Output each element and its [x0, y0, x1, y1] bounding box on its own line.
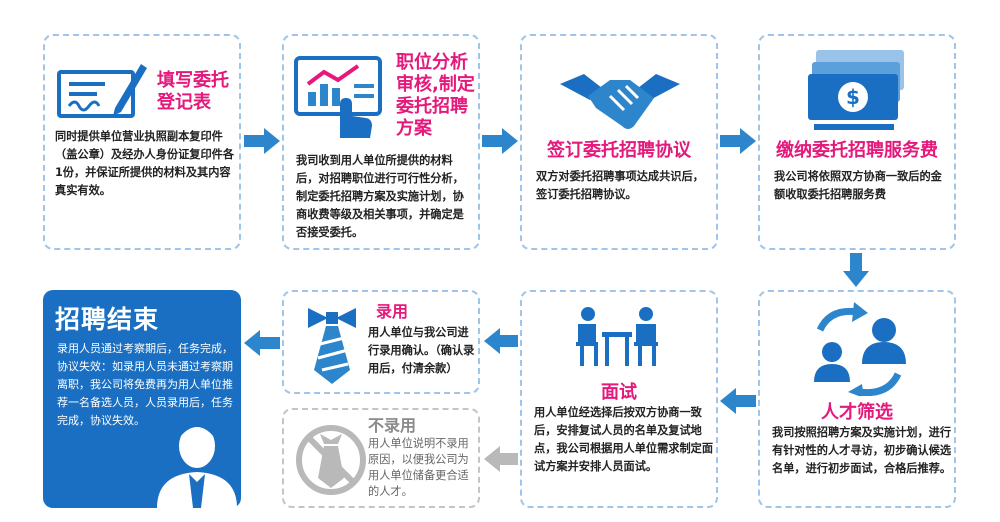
exchange-people-icon	[814, 302, 906, 396]
step-interview: 面试 用人单位经选择后按双方协商一致后，安排复试人员的名单及复试地点，我公司根据…	[520, 290, 718, 508]
step-title: 人才筛选	[821, 402, 893, 423]
step-talent-screening: 人才筛选 我司按照招聘方案及实施计划，进行有针对性的人才寻访，初步确认候选名单，…	[758, 290, 956, 508]
arrow-left-icon	[720, 388, 756, 414]
step-recruitment-end: 招聘结束 录用人员通过考察期后，任务完成，协议失效：如录用人员未通过考察期离职，…	[43, 290, 241, 508]
step-fill-form: 填写委托 登记表 同时提供单位营业执照副本复印件（盖公章）及经办人身份证复印件各…	[43, 34, 241, 250]
step-description: 用人单位经选择后按双方协商一致后，安排复试人员的名单及复试地点，我公司根据用人单…	[534, 406, 714, 473]
step-title: 缴纳委托招聘服务费	[776, 140, 938, 161]
arrow-down-icon	[843, 253, 869, 287]
no-tie-icon	[296, 425, 366, 495]
money-icon: $	[808, 50, 904, 130]
step-sign-agreement: 签订委托招聘协议 双方对委托招聘事项达成共识后，签订委托招聘协议。	[520, 34, 718, 250]
step-description: 双方对委托招聘事项达成共识后，签订委托招聘协议。	[536, 170, 704, 201]
step-hire: 录用 用人单位与我公司进行录用确认。（确认录用后，付清余款）	[282, 290, 480, 394]
arrow-left-icon	[484, 328, 518, 354]
step-description: 我司按照招聘方案及实施计划，进行有针对性的人才寻访，初步确认候选名单，进行初步面…	[772, 426, 952, 475]
chart-touch-icon	[294, 56, 382, 138]
svg-text:$: $	[846, 85, 860, 109]
step-job-analysis: 职位分析 审核,制定 委托招聘 方案 我司收到用人单位所提供的材料后，对招聘职位…	[282, 34, 480, 250]
step-title: 职位分析 审核,制定 委托招聘 方案	[396, 52, 475, 139]
arrow-right-icon	[244, 128, 280, 154]
step-title: 不录用	[368, 416, 417, 435]
step-description: 我公司将依照双方协商一致后的金额收取委托招聘服务费	[774, 170, 942, 201]
step-description: 我司收到用人单位所提供的材料后，对招聘职位进行可行性分析，制定委托招聘方案及实施…	[296, 154, 464, 239]
step-description: 同时提供单位营业执照副本复印件（盖公章）及经办人身份证复印件各1份，并保证所提供…	[55, 130, 235, 197]
arrow-left-icon	[244, 330, 280, 356]
person-icon	[157, 422, 237, 508]
step-title: 面试	[601, 382, 637, 403]
tie-icon	[308, 308, 356, 384]
step-description: 用人单位说明不录用原因，以便我公司为用人单位储备更合适的人才。	[368, 437, 469, 498]
step-description: 录用人员通过考察期后，任务完成，协议失效：如录用人员未通过考察期离职，我公司将免…	[57, 342, 233, 427]
step-title: 招聘结束	[55, 305, 160, 334]
step-title: 填写委托 登记表	[157, 70, 229, 113]
step-description: 用人单位与我公司进行录用确认。（确认录用后，付清余款）	[368, 326, 475, 375]
arrow-right-icon	[482, 128, 518, 154]
arrow-right-icon	[720, 128, 756, 154]
form-pen-icon	[57, 64, 147, 118]
handshake-icon	[560, 74, 680, 129]
interview-icon	[576, 307, 658, 366]
step-pay-fee: $ 缴纳委托招聘服务费 我公司将依照双方协商一致后的金额收取委托招聘服务费	[758, 34, 956, 250]
step-title: 签订委托招聘协议	[547, 140, 691, 161]
arrow-left-icon	[484, 446, 518, 472]
step-not-hired: 不录用 用人单位说明不录用原因，以便我公司为用人单位储备更合适的人才。	[282, 408, 480, 508]
step-title: 录用	[376, 302, 409, 321]
